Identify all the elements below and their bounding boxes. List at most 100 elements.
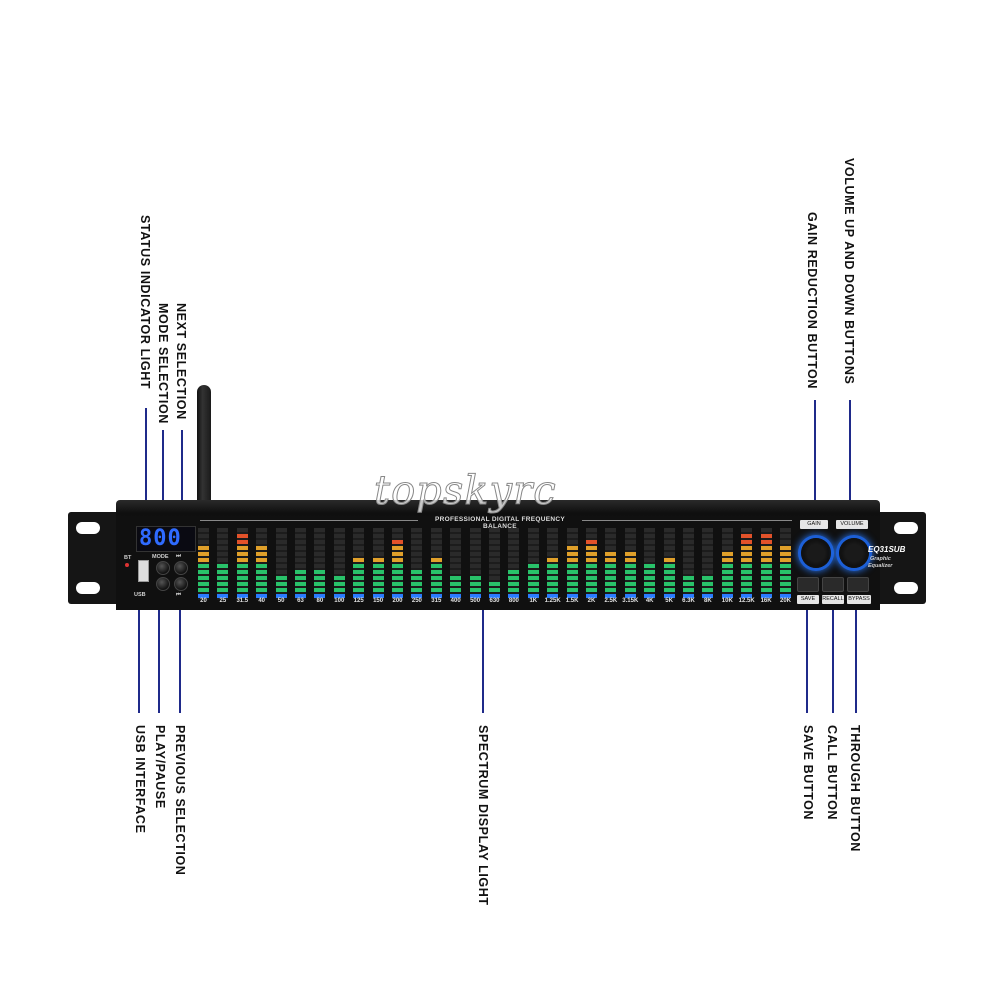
- spectrum-segment: [547, 570, 559, 574]
- spectrum-segment: [663, 576, 675, 580]
- spectrum-segment: [780, 540, 791, 544]
- spectrum-segment: [702, 576, 714, 580]
- usb-port[interactable]: [138, 560, 149, 582]
- spectrum-segment: [566, 570, 578, 574]
- spectrum-segment: [683, 582, 694, 586]
- leader-line-spectrum: [482, 600, 484, 713]
- spectrum-segment: [644, 534, 656, 538]
- spectrum-segment: [663, 540, 675, 544]
- spectrum-band: [430, 528, 442, 600]
- spectrum-segment: [547, 594, 559, 598]
- rack-ear-left: [68, 512, 120, 604]
- spectrum-segment: [508, 528, 520, 532]
- spectrum-segment: [198, 552, 209, 556]
- spectrum-segment: [624, 528, 636, 532]
- spectrum-segment: [217, 558, 229, 562]
- spectrum-segment: [430, 546, 442, 550]
- spectrum-band: [547, 528, 559, 600]
- status-indicator-light: [125, 563, 129, 567]
- spectrum-segment: [644, 540, 656, 544]
- spectrum-segment: [683, 540, 694, 544]
- callout-gain-reduction-button: GAIN REDUCTION BUTTON: [805, 212, 819, 389]
- save-button[interactable]: [797, 577, 819, 592]
- play-pause-button[interactable]: [156, 577, 170, 591]
- spectrum-segment: [741, 582, 753, 586]
- spectrum-segment: [683, 570, 694, 574]
- spectrum-band: [721, 528, 733, 600]
- spectrum-segment: [372, 588, 384, 592]
- spectrum-segment: [760, 546, 772, 550]
- leader-line-call: [832, 585, 834, 713]
- spectrum-segment: [469, 576, 481, 580]
- spectrum-segment: [683, 552, 694, 556]
- spectrum-segment: [333, 540, 345, 544]
- spectrum-segment: [527, 546, 539, 550]
- spectrum-band: [256, 528, 268, 600]
- previous-button[interactable]: [174, 577, 188, 591]
- spectrum-band: [353, 528, 365, 600]
- spectrum-segment: [333, 570, 345, 574]
- mode-button[interactable]: [156, 561, 170, 575]
- spectrum-segment: [547, 534, 559, 538]
- spectrum-segment: [430, 558, 442, 562]
- spectrum-segment: [566, 528, 578, 532]
- frequency-label: 6.3K: [682, 598, 695, 604]
- spectrum-band: [605, 528, 617, 600]
- spectrum-segment: [353, 576, 365, 580]
- spectrum-band: [566, 528, 578, 600]
- frequency-label: 800: [508, 598, 519, 604]
- spectrum-segment: [198, 594, 209, 598]
- spectrum-segment: [333, 534, 345, 538]
- spectrum-segment: [566, 534, 578, 538]
- spectrum-segment: [760, 594, 772, 598]
- spectrum-segment: [566, 588, 578, 592]
- volume-knob[interactable]: [839, 538, 869, 568]
- spectrum-segment: [217, 576, 229, 580]
- frequency-label: 1.5K: [565, 598, 579, 604]
- next-button[interactable]: [174, 561, 188, 575]
- spectrum-segment: [198, 528, 209, 532]
- spectrum-segment: [275, 570, 287, 574]
- spectrum-segment: [198, 582, 209, 586]
- spectrum-segment: [566, 582, 578, 586]
- leader-line-usb: [138, 585, 140, 713]
- spectrum-segment: [605, 588, 617, 592]
- spectrum-segment: [411, 594, 423, 598]
- spectrum-segment: [469, 570, 481, 574]
- spectrum-segment: [527, 582, 539, 586]
- spectrum-segment: [333, 564, 345, 568]
- spectrum-segment: [372, 534, 384, 538]
- spectrum-segment: [314, 528, 326, 532]
- spectrum-segment: [586, 576, 597, 580]
- spectrum-segment: [605, 528, 617, 532]
- callout-previous-selection: PREVIOUS SELECTION: [173, 725, 187, 876]
- spectrum-segment: [295, 594, 306, 598]
- spectrum-segment: [275, 552, 287, 556]
- spectrum-segment: [489, 582, 500, 586]
- spectrum-segment: [450, 582, 462, 586]
- spectrum-segment: [527, 534, 539, 538]
- spectrum-segment: [527, 558, 539, 562]
- spectrum-segment: [702, 588, 714, 592]
- spectrum-segment: [275, 564, 287, 568]
- spectrum-segment: [392, 588, 403, 592]
- spectrum-segment: [411, 570, 423, 574]
- recall-button[interactable]: [822, 577, 844, 592]
- spectrum-segment: [236, 534, 248, 538]
- spectrum-segment: [760, 534, 772, 538]
- spectrum-segment: [683, 558, 694, 562]
- spectrum-segment: [586, 558, 597, 562]
- spectrum-band: [236, 528, 248, 600]
- spectrum-segment: [721, 576, 733, 580]
- bypass-button[interactable]: [847, 577, 869, 592]
- frequency-label: 8K: [704, 598, 712, 604]
- spectrum-segment: [450, 528, 462, 532]
- spectrum-segment: [721, 594, 733, 598]
- spectrum-segment: [256, 528, 268, 532]
- spectrum-segment: [198, 564, 209, 568]
- gain-knob[interactable]: [801, 538, 831, 568]
- spectrum-segment: [372, 582, 384, 586]
- callout-through-button: THROUGH BUTTON: [848, 725, 862, 852]
- spectrum-segment: [624, 552, 636, 556]
- spectrum-band: [217, 528, 229, 600]
